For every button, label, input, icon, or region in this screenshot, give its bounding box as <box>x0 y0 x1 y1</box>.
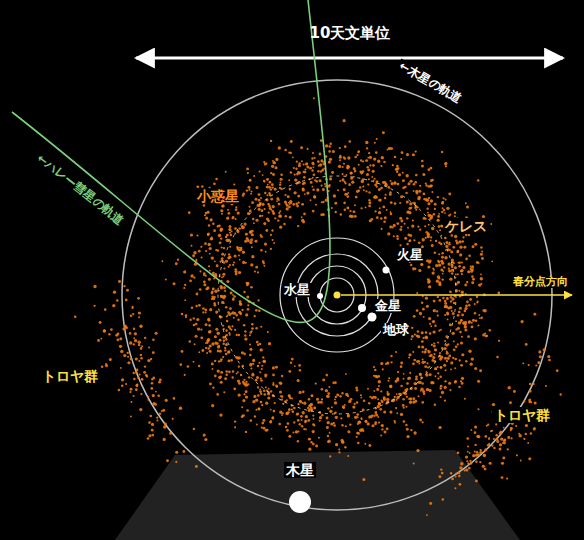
sun <box>334 292 341 299</box>
scale-arrow <box>136 57 563 60</box>
region-label: トロヤ群 <box>492 407 552 423</box>
earth <box>368 313 377 322</box>
planet-label: 水星 <box>282 283 312 298</box>
halley-orbit <box>12 0 330 322</box>
planet-label: 金星 <box>373 299 403 314</box>
orbit-label: ←木星の軌道 <box>394 59 465 108</box>
mars <box>383 267 390 274</box>
mercury <box>317 293 323 299</box>
body-label: ケレス <box>443 218 489 234</box>
planet-label: 木星 <box>284 462 316 478</box>
scale-label: 10天文単位 <box>308 25 393 42</box>
vernal-equinox-arrow <box>341 294 572 296</box>
asteroid-dots <box>74 97 562 516</box>
direction-label: 春分点方向 <box>511 276 570 289</box>
region-label: トロヤ群 <box>40 368 100 384</box>
shadow-wedge <box>115 450 520 540</box>
planet-label: 火星 <box>395 248 425 263</box>
venus <box>358 304 366 312</box>
planet-label: 地球 <box>381 323 411 338</box>
region-label: 小惑星 <box>195 188 241 204</box>
jupiter <box>289 491 311 513</box>
orbit-label: ←ハレー彗星の軌道 <box>32 151 127 230</box>
